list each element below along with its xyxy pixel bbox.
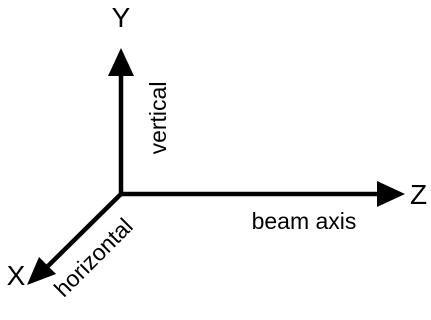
z-axis-description: beam axis [252,208,357,234]
x-axis-letter: X [7,260,26,291]
y-axis-description: vertical [145,82,171,155]
x-axis-description: horizontal [49,213,138,302]
x-axis-line [46,191,124,268]
y-axis-letter: Y [112,2,131,33]
x-axis: X horizontal [7,191,138,302]
x-axis-arrowhead [27,257,56,285]
z-axis-letter: Z [410,179,427,210]
z-axis-arrowhead [377,181,405,207]
y-axis: Y vertical [108,2,171,194]
z-axis: Z beam axis [119,179,427,234]
y-axis-arrowhead [108,48,134,76]
